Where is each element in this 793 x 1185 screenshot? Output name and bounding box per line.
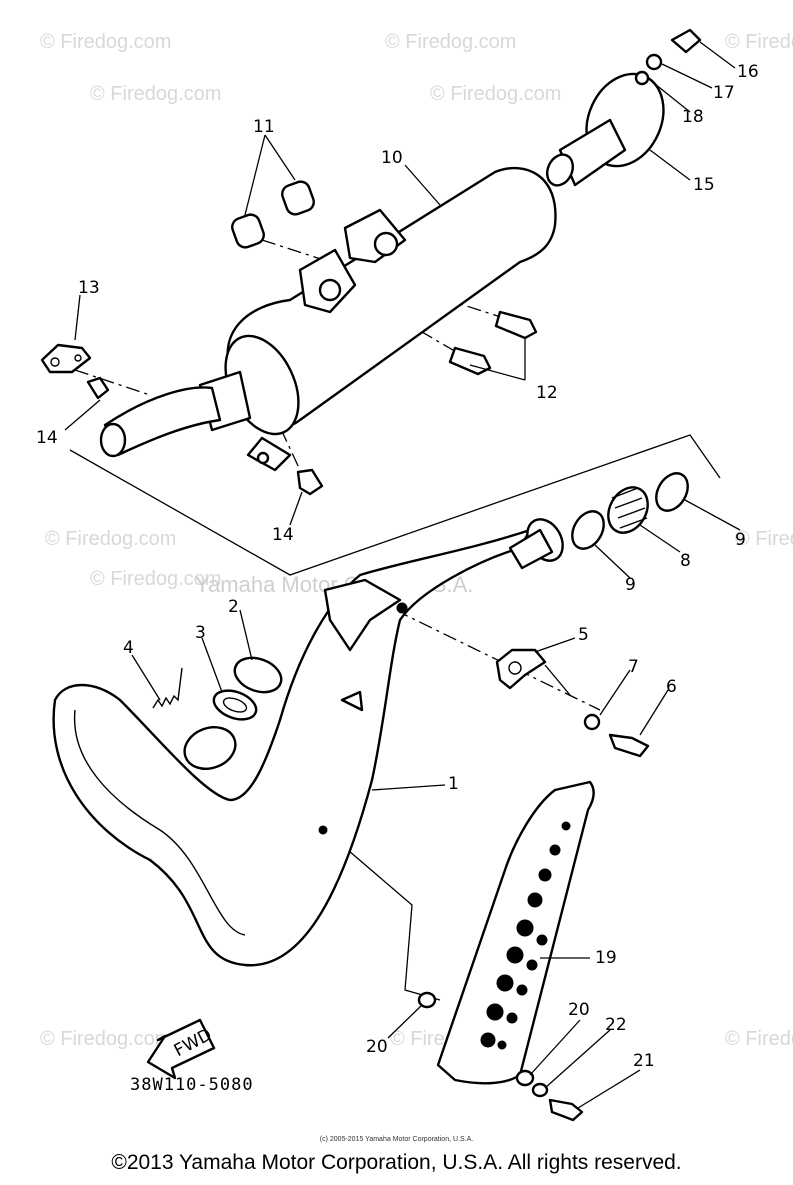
- forward-arrow-icon: FWD: [146, 1018, 215, 1080]
- callout-14: 14: [272, 525, 294, 545]
- callout-20: 20: [568, 1000, 590, 1020]
- callout-18: 18: [682, 107, 704, 127]
- callout-11: 11: [253, 117, 275, 137]
- bolt-part-12: [448, 310, 538, 376]
- callout-15: 15: [693, 175, 715, 195]
- callout-8: 8: [680, 551, 691, 571]
- washer-part-17: [645, 53, 663, 71]
- end-cap-part-15: [545, 72, 665, 187]
- silencer-part-10: [99, 166, 557, 472]
- callout-6: 6: [666, 677, 677, 697]
- watermark-firedog: © Firedog.com: [430, 83, 561, 105]
- callout-leaders: [64, 41, 741, 1109]
- watermark-firedog: © Firedog.com: [40, 1028, 171, 1050]
- watermark-firedog: © Firedog.com: [725, 31, 793, 53]
- callout-2: 2: [228, 597, 239, 617]
- nut-part-18: [634, 70, 650, 86]
- diagram-part-code: 38W110-5080: [130, 1075, 254, 1095]
- screw-part-16: [670, 28, 702, 54]
- callout-22: 22: [605, 1015, 627, 1035]
- gasket-part-3: [212, 689, 258, 721]
- footer-small-copyright: (c) 2005-2015 Yamaha Motor Corporation, …: [319, 1136, 474, 1143]
- washer-part-22: [531, 1082, 549, 1098]
- washer-part-20: [417, 991, 535, 1087]
- callout-labels: 11 10 13 14 14 12 15 16 17 18 9 8 9 5 7 …: [36, 62, 759, 1071]
- callout-16: 16: [737, 62, 759, 82]
- watermark-firedog: © Firedog.com: [40, 31, 171, 53]
- heat-guard-part-19: [436, 780, 595, 1085]
- exhaust-pipe-part-1: [52, 518, 564, 967]
- callout-20: 20: [366, 1037, 388, 1057]
- gasket-part-2: [233, 656, 283, 694]
- callout-21: 21: [633, 1051, 655, 1071]
- callout-10: 10: [381, 148, 403, 168]
- watermark-firedog: © Firedog.com: [45, 528, 176, 550]
- grommet-part-11: [231, 180, 315, 249]
- callout-19: 19: [595, 948, 617, 968]
- watermark-firedog: © Firedog.com: [385, 31, 516, 53]
- watermark-firedog: © Firedog.com: [90, 83, 221, 105]
- callout-9: 9: [735, 530, 746, 550]
- callout-3: 3: [195, 623, 206, 643]
- callout-5: 5: [578, 625, 589, 645]
- footer-copyright: ©2013 Yamaha Motor Corporation, U.S.A. A…: [111, 1151, 682, 1174]
- callout-9: 9: [625, 575, 636, 595]
- callout-4: 4: [123, 638, 134, 658]
- callout-1: 1: [448, 774, 459, 794]
- callout-14: 14: [36, 428, 58, 448]
- callout-13: 13: [78, 278, 100, 298]
- callout-12: 12: [536, 383, 558, 403]
- spring-part-4: [152, 667, 183, 709]
- watermark-layer: © Firedog.com © Firedog.com © Firedog.co…: [40, 31, 793, 1050]
- watermark-firedog: © Firedog.com: [725, 1028, 793, 1050]
- callout-7: 7: [628, 657, 639, 677]
- watermark-firedog: © Firedog.com: [90, 568, 221, 590]
- bolt-part-6: [608, 733, 650, 758]
- bracket-part-13: [40, 343, 92, 374]
- joint-part-8: [607, 486, 649, 534]
- bolt-part-14: [86, 376, 324, 496]
- bolt-part-21: [548, 1098, 584, 1122]
- washer-part-7: [583, 713, 601, 731]
- bracket-part-5: [495, 648, 547, 690]
- watermark-firedog: © Firedog.com: [735, 528, 793, 550]
- clamp-part-9: [571, 472, 689, 550]
- callout-17: 17: [713, 83, 735, 103]
